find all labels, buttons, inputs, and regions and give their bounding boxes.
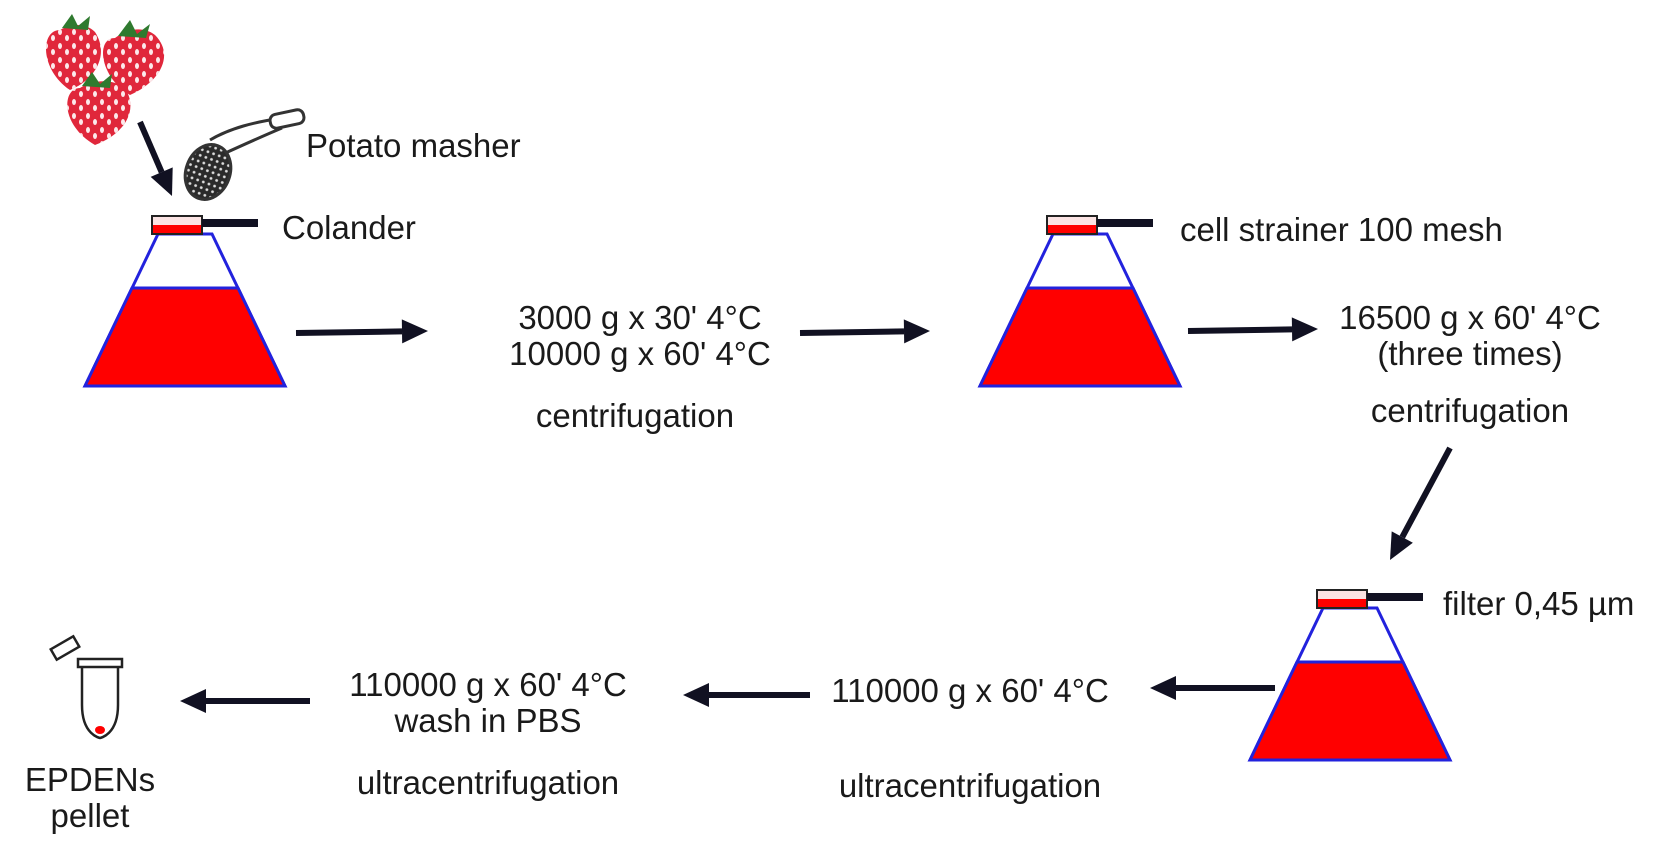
- flask-icon: [82, 215, 288, 388]
- flow-arrow: [683, 683, 810, 707]
- flow-arrows: [137, 120, 1453, 713]
- strawberry-icon: [103, 20, 165, 95]
- condition-line: 110000 g x 60' 4°C: [349, 666, 627, 703]
- strawberry-icon: [46, 14, 101, 90]
- condition-line: (three times): [1377, 335, 1563, 372]
- ultracentrifugation-1-conditions: 110000 g x 60' 4°C: [810, 673, 1130, 709]
- ultracentrifugation-1-method: ultracentrifugation: [838, 767, 1102, 804]
- cell-strainer-label: cell strainer 100 mesh: [1180, 211, 1503, 248]
- flow-arrow: [1150, 676, 1275, 700]
- flow-arrow: [1187, 317, 1318, 342]
- flow-arrow: [799, 319, 930, 344]
- flask-icon: [977, 215, 1183, 388]
- centrifugation-2-method: centrifugation: [1370, 392, 1570, 429]
- flask-icon: [1247, 589, 1453, 762]
- microtube-icon: [49, 634, 124, 740]
- ultracentrifugation-2-conditions: 110000 g x 60' 4°C wash in PBS: [328, 667, 648, 739]
- flow-arrow: [137, 120, 173, 196]
- epdens-pellet-label: EPDENs pellet: [10, 762, 170, 834]
- centrifugation-1-conditions: 3000 g x 30' 4°C 10000 g x 60' 4°C: [490, 300, 790, 372]
- centrifugation-2-conditions: 16500 g x 60' 4°C (three times): [1310, 300, 1630, 372]
- pellet-dot: [95, 726, 105, 734]
- result-line: pellet: [50, 797, 130, 834]
- filter-label: filter 0,45 µm: [1443, 585, 1635, 622]
- condition-line: 110000 g x 60' 4°C: [831, 672, 1109, 709]
- strawberry-icon: [67, 72, 131, 145]
- condition-line: 3000 g x 30' 4°C: [518, 299, 762, 336]
- colander-label: Colander: [282, 209, 416, 246]
- ultracentrifugation-2-method: ultracentrifugation: [356, 764, 620, 801]
- flow-arrow: [180, 689, 310, 713]
- condition-line: 16500 g x 60' 4°C: [1339, 299, 1601, 336]
- flow-arrow: [1390, 446, 1453, 560]
- condition-line: 10000 g x 60' 4°C: [509, 335, 771, 372]
- flow-arrow: [295, 319, 428, 344]
- result-line: EPDENs: [24, 761, 156, 798]
- centrifugation-1-method: centrifugation: [535, 397, 735, 434]
- flasks: [82, 215, 1453, 762]
- potato-masher-icon: [183, 108, 306, 201]
- potato-masher-label: Potato masher: [306, 127, 521, 164]
- condition-line: wash in PBS: [394, 702, 582, 739]
